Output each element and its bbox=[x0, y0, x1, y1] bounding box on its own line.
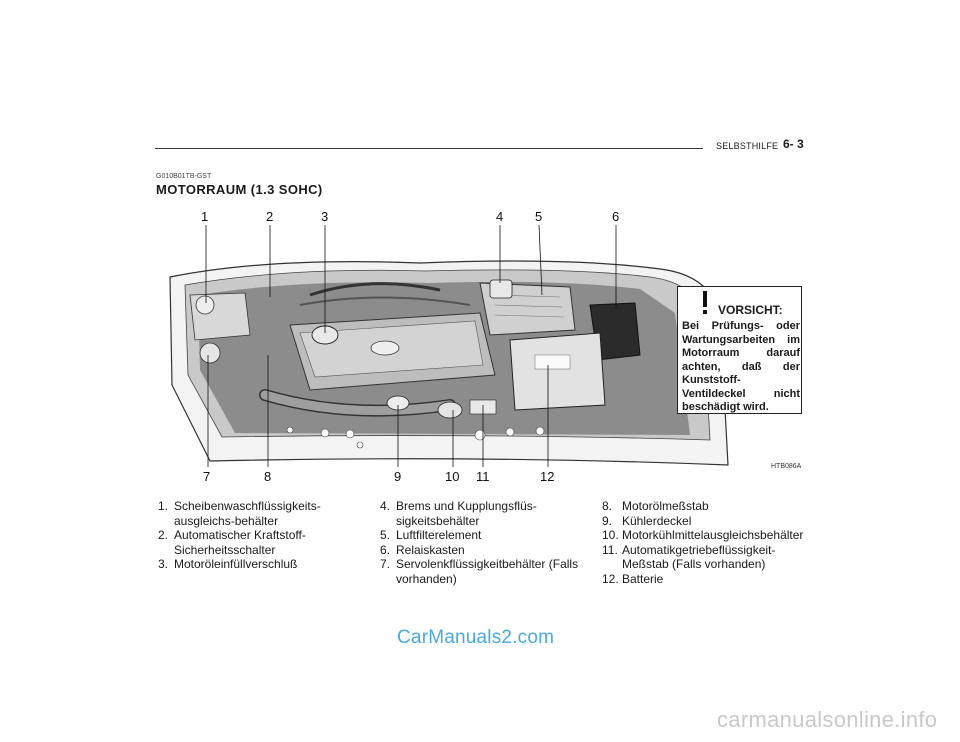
warning-box: VORSICHT: Bei Prüfungs- oder Wartungsarb… bbox=[677, 286, 802, 414]
engine-bay-illustration: 1 2 3 4 5 6 7 8 9 10 11 12 bbox=[169, 209, 729, 484]
warning-title: VORSICHT: bbox=[718, 303, 783, 317]
legend-item-text: Automatikgetriebeflüssigkeit-Meßstab (Fa… bbox=[622, 542, 776, 572]
callout-3: 3 bbox=[321, 209, 328, 224]
legend-item-text: Motorölmeßstab bbox=[622, 499, 709, 513]
legend-item: 9. Kühlerdeckel bbox=[602, 514, 812, 529]
callout-9: 9 bbox=[394, 469, 401, 484]
legend-item: 12.Batterie bbox=[602, 572, 812, 587]
callout-8: 8 bbox=[264, 469, 271, 484]
callout-4: 4 bbox=[496, 209, 503, 224]
warning-text: Bei Prüfungs- oder Wartungsarbeiten im M… bbox=[682, 320, 800, 413]
legend-item-number: 2. bbox=[158, 528, 169, 542]
legend-item-number: 9. bbox=[602, 513, 613, 528]
watermark-carmanuals2[interactable]: CarManuals2.com bbox=[397, 627, 555, 648]
legend-item: 7. Servolenkflüssigkeitbehälter (Falls vo… bbox=[380, 557, 585, 586]
legend-item-text: Relaiskasten bbox=[396, 542, 465, 557]
legend-item: 2. Automatischer Kraftstoff-Sicherheitssc… bbox=[158, 528, 363, 557]
header-rule bbox=[155, 148, 703, 149]
legend-item-text: Servolenkflüssigkeitbehälter (Falls vorh… bbox=[396, 557, 579, 586]
legend-item-text: Brems und Kupplungsflüs-sigkeitsbehälter bbox=[396, 499, 537, 528]
legend-item-text: Luftfilterelement bbox=[396, 528, 482, 542]
legend-item-number: 3. bbox=[158, 557, 169, 571]
callout-11: 11 bbox=[476, 469, 490, 484]
legend-item-number: 8. bbox=[602, 499, 613, 513]
legend-item-number: 10. bbox=[602, 528, 619, 542]
legend-item-text: Automatischer Kraftstoff-Sicherheitsscha… bbox=[174, 528, 306, 557]
legend-item: 5. Luftfilterelement bbox=[380, 528, 585, 543]
legend-column-1: 1. Scheibenwaschflüssigkeits-ausgleichs-b… bbox=[158, 499, 363, 572]
legend-column-3: 8. Motorölmeßstab 9. Kühlerdeckel 10.Motor… bbox=[602, 499, 812, 586]
page-number: 6- 3 bbox=[783, 137, 804, 151]
legend-item: 11. Automatikgetriebeflüssigkeit-Meßstab … bbox=[602, 543, 812, 572]
legend-item: 1. Scheibenwaschflüssigkeits-ausgleichs-b… bbox=[158, 499, 363, 528]
legend-item-number: 12. bbox=[602, 571, 619, 586]
legend-column-2: 4. Brems und Kupplungsflüs-sigkeitsbehält… bbox=[380, 499, 585, 586]
legend-item-text: Motoröleinfüllverschluß bbox=[174, 557, 298, 571]
warning-exclamation-icon bbox=[703, 291, 707, 314]
legend-item-number: 7. bbox=[380, 557, 391, 571]
legend-item-number: 4. bbox=[380, 499, 391, 513]
callout-5: 5 bbox=[535, 209, 542, 224]
legend-item-number: 1. bbox=[158, 499, 169, 513]
page-title: MOTORRAUM (1.3 SOHC) bbox=[156, 182, 323, 197]
callout-7: 7 bbox=[203, 469, 210, 484]
legend-item-number: 5. bbox=[380, 528, 391, 542]
legend-item: 6. Relaiskasten bbox=[380, 543, 585, 558]
legend-item: 10.Motorkühlmittelausgleichsbehälter bbox=[602, 528, 812, 543]
legend-item: 8. Motorölmeßstab bbox=[602, 499, 812, 514]
legend-item-text: Batterie bbox=[622, 571, 664, 586]
legend-item: 4. Brems und Kupplungsflüs-sigkeitsbehält… bbox=[380, 499, 585, 528]
callout-12: 12 bbox=[540, 469, 554, 484]
legend-item: 3. Motoröleinfüllverschluß bbox=[158, 557, 363, 572]
watermark-carmanualsonline[interactable]: carmanualsonline.info bbox=[717, 707, 938, 732]
figure-reference-code: HTB086A bbox=[771, 463, 802, 470]
legend-item-text: Motorkühlmittelausgleichsbehälter bbox=[622, 528, 804, 542]
callout-1: 1 bbox=[201, 209, 208, 224]
callout-10: 10 bbox=[445, 469, 459, 484]
document-code: G010B01TB-GST bbox=[156, 173, 212, 180]
callout-6: 6 bbox=[612, 209, 619, 224]
section-title: SELBSTHILFE bbox=[716, 141, 779, 151]
legend-item-text: Scheibenwaschflüssigkeits-ausgleichs-beh… bbox=[174, 499, 321, 528]
legend-item-number: 6. bbox=[380, 542, 391, 557]
legend-item-number: 11. bbox=[602, 542, 618, 557]
legend-item-text: Kühlerdeckel bbox=[622, 513, 692, 528]
callout-2: 2 bbox=[266, 209, 273, 224]
